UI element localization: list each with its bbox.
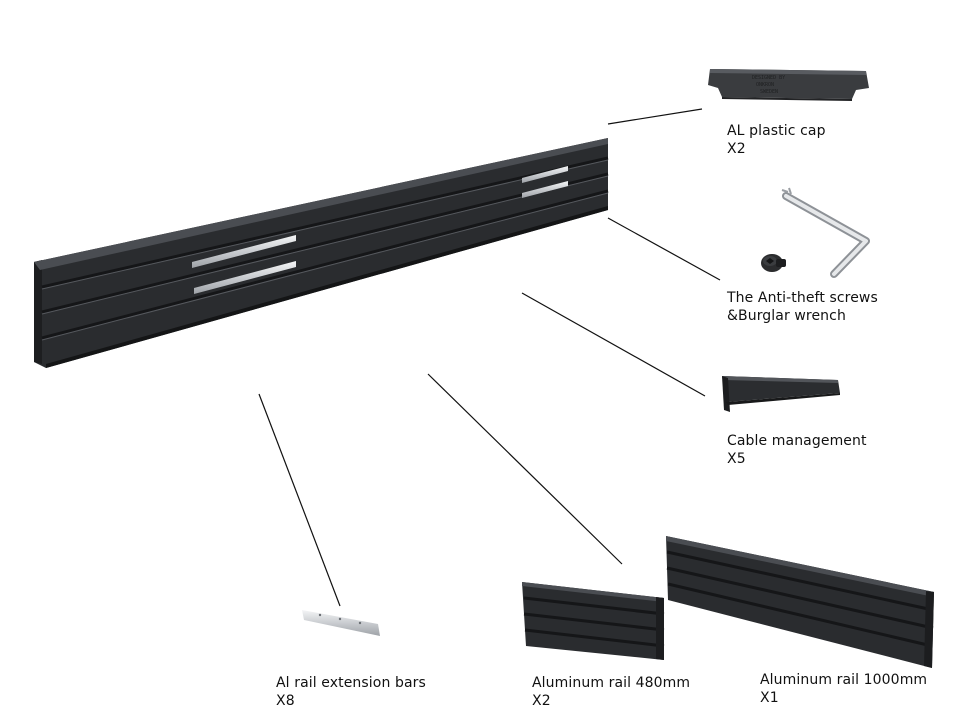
- label-plastic-cap: AL plastic cap X2: [727, 122, 826, 158]
- label-cable-qty: X5: [727, 451, 746, 467]
- leader-lines: [258, 108, 721, 607]
- cap-emboss-line-1: DESIGNED BY: [752, 75, 785, 81]
- leader-line-cable: [521, 292, 706, 397]
- leader-line-cap: [607, 108, 703, 125]
- inserted-bar: [192, 235, 296, 268]
- inserted-bar: [194, 261, 296, 294]
- main-rail: [34, 138, 609, 368]
- label-ext-bars-qty: X8: [276, 693, 295, 709]
- label-cable-management: Cable management X5: [727, 432, 867, 468]
- inserted-bar: [522, 181, 568, 198]
- rail-1000mm: [666, 536, 934, 668]
- inserted-bar: [522, 166, 568, 183]
- label-rail1000-qty: X1: [760, 690, 779, 706]
- leader-line-ext-bars: [258, 393, 341, 607]
- label-screws-line-1: The Anti-theft screws: [727, 290, 878, 306]
- extension-bar: [302, 610, 380, 636]
- label-rail480-name: Aluminum rail 480mm: [532, 675, 691, 691]
- label-rail480-qty: X2: [532, 693, 551, 709]
- label-rail-1000mm: Aluminum rail 1000mm X1: [760, 671, 927, 707]
- cap-emboss-line-3: SWEDEN: [760, 89, 778, 95]
- label-cable-name: Cable management: [727, 433, 867, 449]
- burglar-wrench: [781, 187, 870, 278]
- label-screws-wrench: The Anti-theft screws &Burglar wrench: [727, 289, 878, 325]
- label-rail-480mm: Aluminum rail 480mm X2: [532, 674, 690, 710]
- label-plastic-cap-qty: X2: [727, 141, 746, 157]
- cable-management-channel: [722, 376, 840, 412]
- label-screws-line-2: &Burglar wrench: [727, 308, 846, 324]
- leader-line-screws: [607, 217, 721, 281]
- cap-emboss-line-2: ONKRON: [756, 82, 774, 88]
- label-rail1000-name: Aluminum rail 1000mm: [760, 672, 928, 688]
- plastic-cap: DESIGNED BY ONKRON SWEDEN: [708, 69, 869, 101]
- rail-480mm: [522, 582, 665, 660]
- anti-theft-screw: [761, 254, 786, 272]
- label-plastic-cap-name: AL plastic cap: [727, 123, 826, 139]
- leader-line-rail480: [427, 373, 623, 565]
- label-extension-bars: Al rail extension bars X8: [276, 674, 426, 710]
- label-ext-bars-name: Al rail extension bars: [276, 675, 426, 691]
